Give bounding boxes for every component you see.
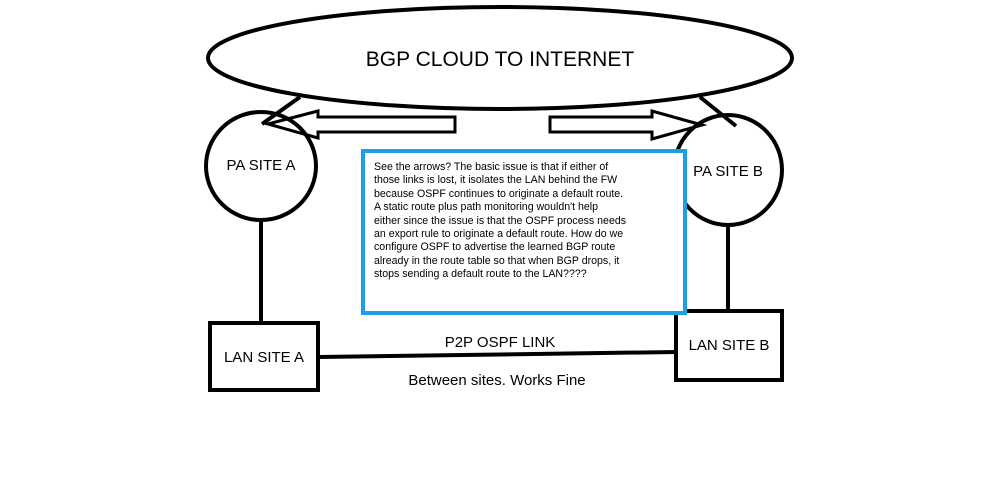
note-line: See the arrows? The basic issue is that … [374,161,609,173]
lan-site-a-label: LAN SITE A [224,349,304,366]
cloud-label: BGP CLOUD TO INTERNET [366,48,635,71]
note-line: A static route plus path monitoring woul… [374,201,599,214]
arrow-left-icon [262,109,457,140]
bgp-cloud [206,5,794,111]
pa-site-a-label: PA SITE A [227,157,296,174]
note-line: already in the route table so that when … [374,254,620,267]
note-line: stops sending a default route to the LAN… [374,268,587,281]
arrow-right-icon [548,109,708,141]
p2p-ospf-link [317,350,677,359]
note-line: either since the issue is that the OSPF … [374,214,627,227]
note-line: an export rule to originate a default ro… [374,228,624,241]
pa-site-b-label: PA SITE B [693,163,763,180]
lan-site-b-label: LAN SITE B [689,337,770,354]
link-label: P2P OSPF LINK [445,334,556,351]
link-sublabel: Between sites. Works Fine [408,372,585,389]
link-cloud-pa-b [698,95,738,128]
note-line: because OSPF continues to originate a de… [374,187,624,200]
lan-site-b-node [674,309,784,382]
note-line: configure OSPF to advertise the learned … [374,241,616,254]
note-box: See the arrows? The basic issue is that … [361,149,687,315]
link-cloud-pa-a [260,95,302,126]
note-line: those links is lost, it isolates the LAN… [374,174,618,187]
